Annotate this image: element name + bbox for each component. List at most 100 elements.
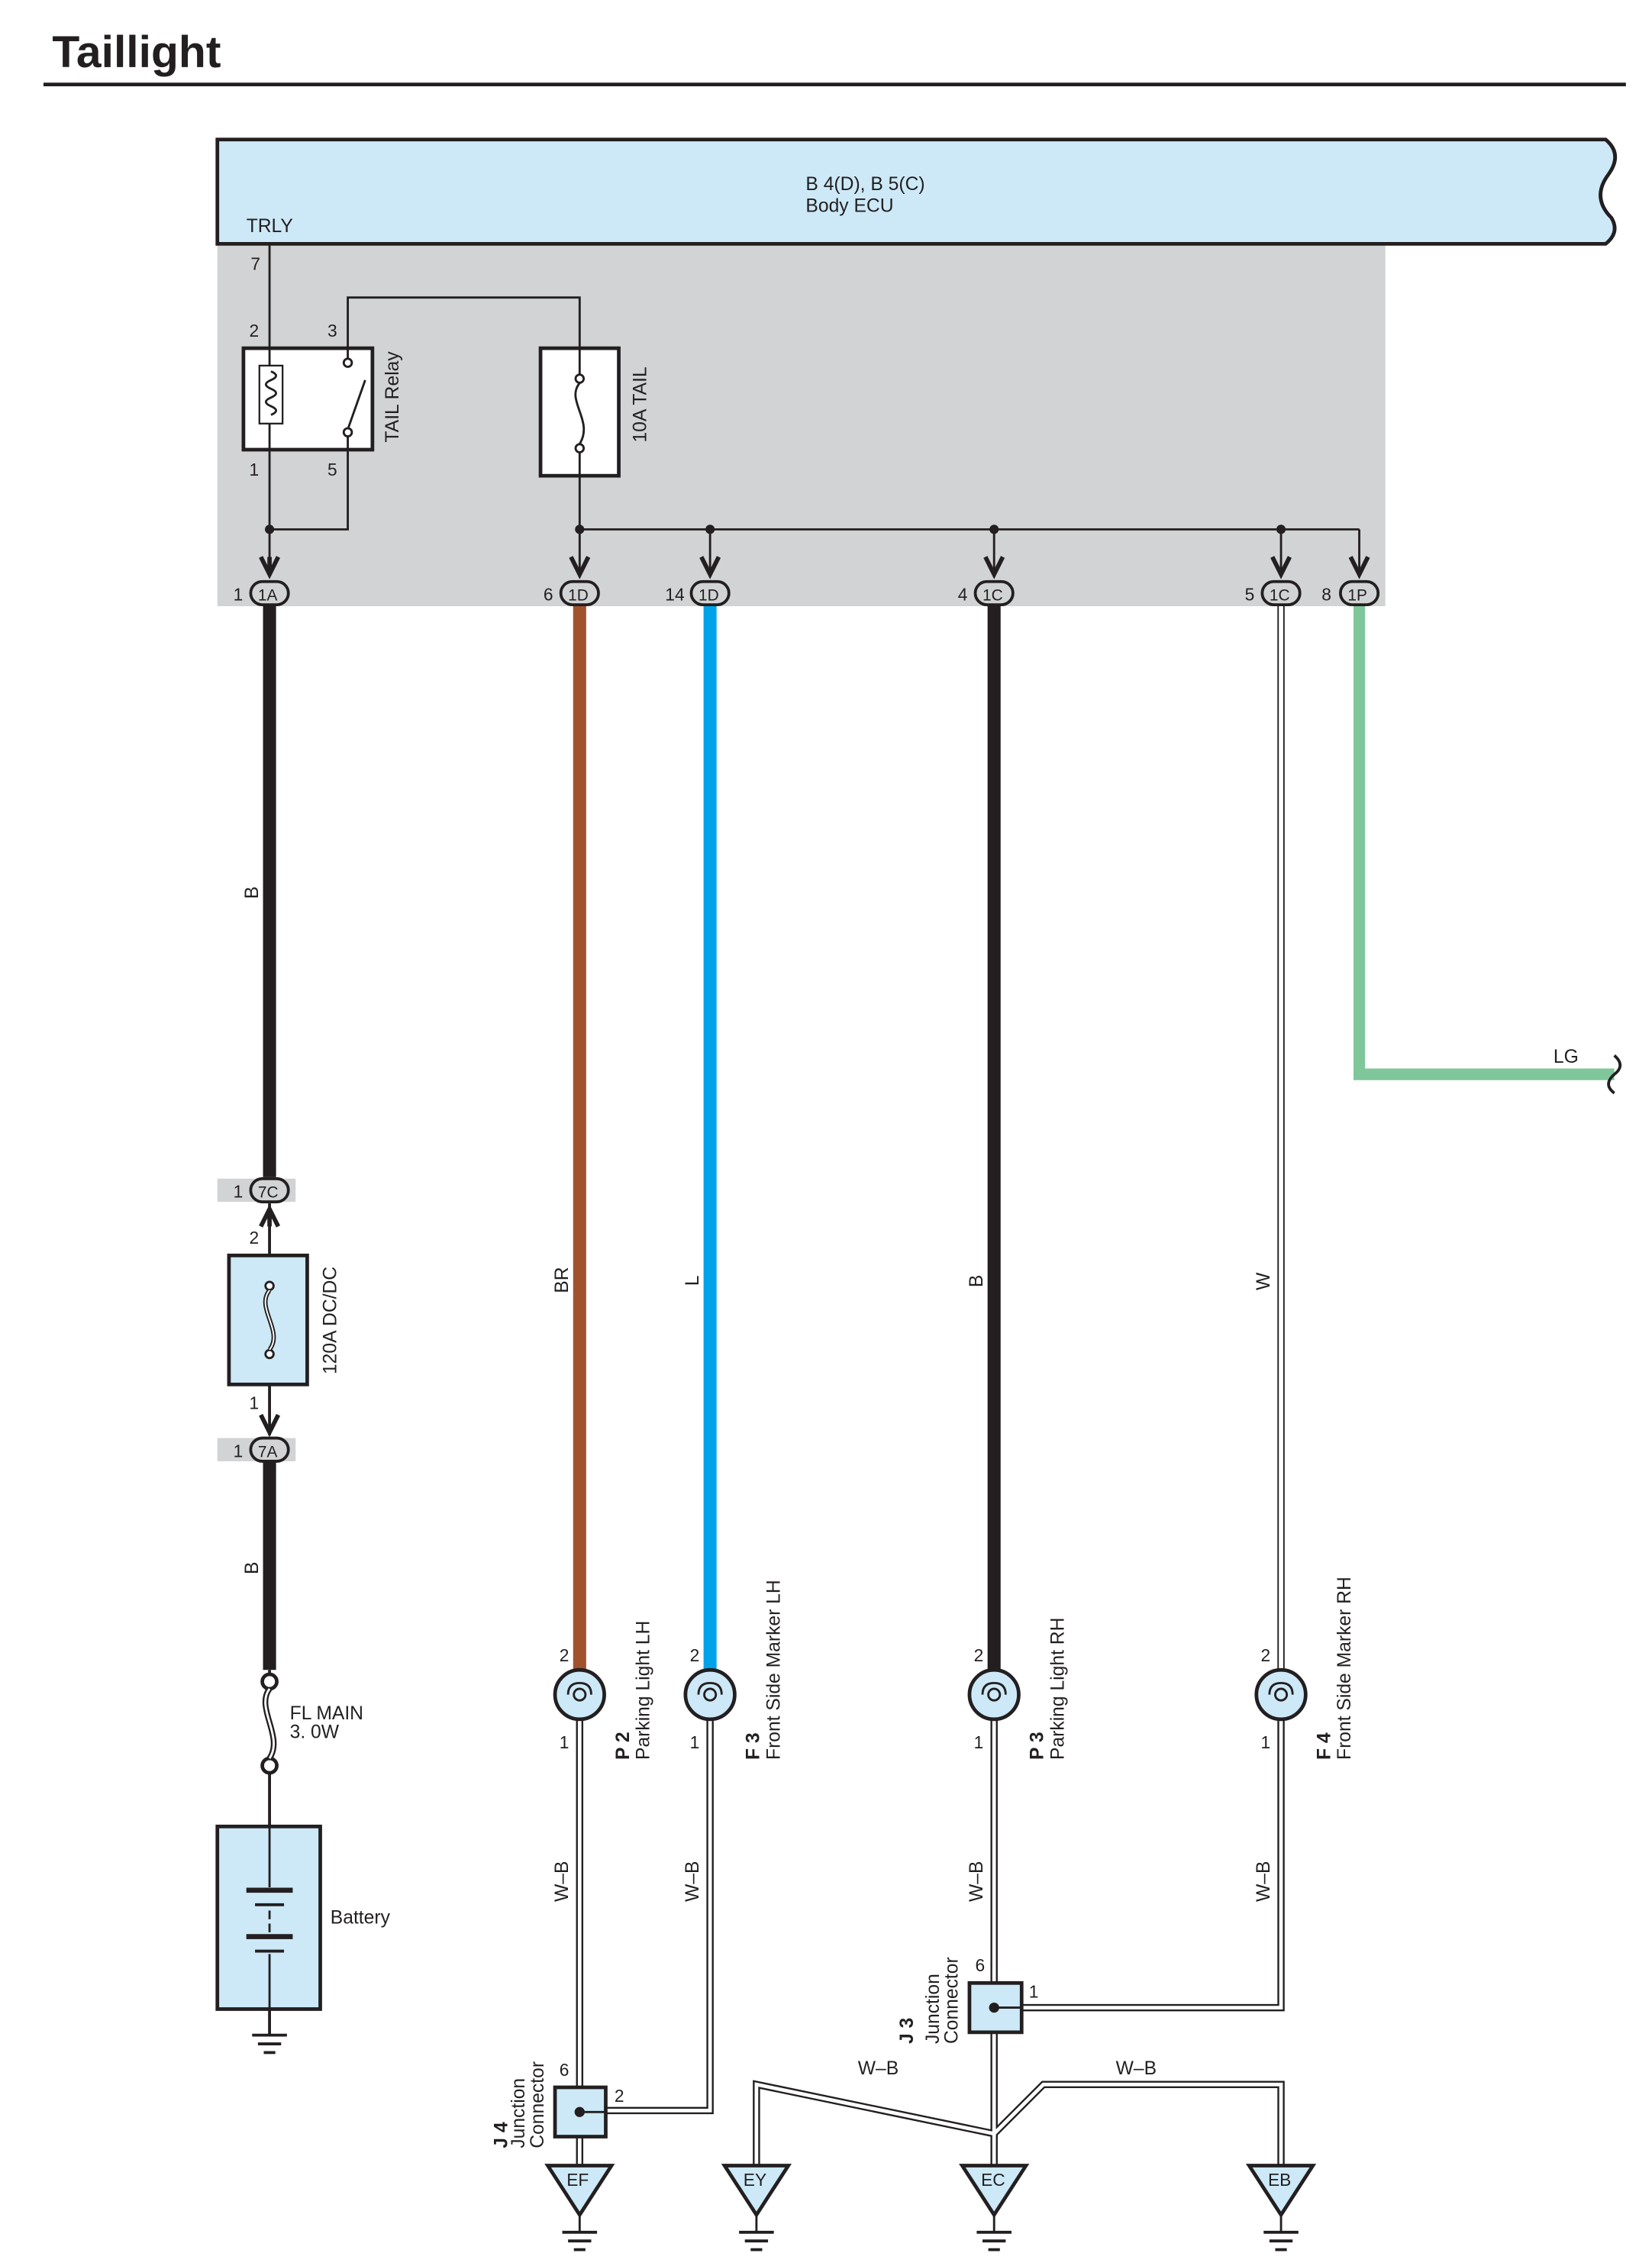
wire-label-b-upper: B xyxy=(242,886,263,899)
wire-label-b-rh: B xyxy=(966,1275,987,1287)
trly-label: TRLY xyxy=(247,216,293,237)
p2-code: P 2 xyxy=(613,1732,634,1760)
fl-main-link xyxy=(260,1672,279,1775)
dcdc-conn-bottom-code: 7A xyxy=(258,1443,278,1461)
junction-connector-j4 xyxy=(553,2085,608,2138)
j4-pin-right: 2 xyxy=(615,2086,624,2106)
body-ecu-box xyxy=(215,137,1617,246)
wires xyxy=(263,605,1622,2166)
dcdc-pin-top: 2 xyxy=(249,1228,259,1248)
ground-ef-label: EF xyxy=(566,2170,589,2190)
p3-name: Parking Light RH xyxy=(1047,1618,1068,1760)
p3-code: P 3 xyxy=(1028,1732,1048,1760)
f3-code: F 3 xyxy=(744,1732,764,1760)
wire-label-wb-5: W–B xyxy=(858,2058,899,2079)
f3-name: Front Side Marker LH xyxy=(763,1580,784,1760)
lamp-parking-lh xyxy=(553,1667,606,1722)
f4-pin-bottom: 1 xyxy=(1260,1732,1270,1752)
ground-eb xyxy=(1245,2164,1317,2251)
conn-14-pin: 14 xyxy=(665,584,684,604)
wire-label-br: BR xyxy=(552,1267,573,1293)
wire-label-w: W xyxy=(1254,1272,1274,1290)
junction-connector-j3 xyxy=(967,1980,1024,2035)
conn-4-pin: 4 xyxy=(958,584,968,604)
battery-label: Battery xyxy=(331,1907,391,1928)
p3-pin-bottom: 1 xyxy=(974,1732,984,1752)
terminal-4-1c xyxy=(973,556,1015,606)
dcdc-conn-top-pin: 1 xyxy=(234,1181,244,1201)
ecu-internal-area xyxy=(217,240,1386,606)
f3-pin-top: 2 xyxy=(690,1645,700,1665)
terminal-8-1p xyxy=(1338,556,1380,606)
tail-fuse xyxy=(538,346,621,478)
f4-name: Front Side Marker RH xyxy=(1334,1577,1355,1760)
battery-symbol xyxy=(215,1824,322,2055)
wire-label-wb-3: W–B xyxy=(966,1861,987,1902)
ground-ey-label: EY xyxy=(744,2170,766,2190)
p3-pin-top: 2 xyxy=(974,1645,984,1665)
j3-pin-right: 1 xyxy=(1029,1981,1039,2001)
page-title: Taillight xyxy=(52,27,221,77)
j3-pin-top: 6 xyxy=(976,1955,986,1975)
relay-pin-coil-bottom: 1 xyxy=(249,460,259,479)
ecu-connector-terminals xyxy=(249,556,1380,606)
wire-label-wb-1: W–B xyxy=(552,1861,573,1902)
fl-main-line2: 3. 0W xyxy=(290,1722,340,1743)
wire-label-b-lower: B xyxy=(242,1562,263,1574)
conn-5-pin: 5 xyxy=(1245,584,1255,604)
wire-label-wb-2: W–B xyxy=(682,1861,703,1902)
p2-pin-bottom: 1 xyxy=(560,1732,569,1752)
conn-14-code: 1D xyxy=(699,586,719,604)
terminal-6-1d xyxy=(559,556,600,606)
conn-8-pin: 8 xyxy=(1321,584,1331,604)
p2-pin-top: 2 xyxy=(560,1645,569,1665)
p2-name: Parking Light LH xyxy=(633,1621,653,1760)
tail-fuse-label: 10A TAIL xyxy=(631,366,651,442)
terminal-1a xyxy=(249,556,290,606)
f3-pin-bottom: 1 xyxy=(690,1732,700,1752)
ecu-codes: B 4(D), B 5(C) xyxy=(805,174,924,195)
dcdc-fuse-block xyxy=(217,1177,309,1463)
relay-pin-switch-bottom: 5 xyxy=(327,460,337,479)
ground-eb-label: EB xyxy=(1268,2170,1291,2190)
conn-4-code: 1C xyxy=(982,586,1003,604)
wire-label-wb-4: W–B xyxy=(1254,1861,1274,1902)
lamp-symbols xyxy=(553,1667,1308,1722)
ground-ec-label: EC xyxy=(981,2170,1005,2190)
wire-label-l: L xyxy=(682,1276,703,1286)
relay-pin-coil-top: 2 xyxy=(249,321,259,341)
ground-ec xyxy=(959,2164,1030,2251)
f4-pin-top: 2 xyxy=(1260,1645,1270,1665)
dcdc-conn-bottom-pin: 1 xyxy=(234,1441,244,1461)
relay-pin-switch-top: 3 xyxy=(327,321,337,341)
j4-pin-top: 6 xyxy=(560,2060,569,2080)
relay-name: TAIL Relay xyxy=(382,351,403,443)
ecu-name: Body ECU xyxy=(805,196,893,217)
trly-pin: 7 xyxy=(250,254,260,274)
j4-line2: Connector xyxy=(528,2061,548,2148)
dcdc-fuse-label: 120A DC/DC xyxy=(320,1267,340,1374)
fl-main-line1: FL MAIN xyxy=(290,1703,363,1724)
conn-1a-pin: 1 xyxy=(234,584,244,604)
dcdc-pin-bottom: 1 xyxy=(249,1393,259,1413)
ground-ef xyxy=(544,2164,615,2251)
dcdc-conn-top-code: 7C xyxy=(258,1183,279,1201)
conn-1a-code: 1A xyxy=(258,586,278,604)
ground-ey xyxy=(721,2164,792,2251)
terminal-5-1c xyxy=(1260,556,1302,606)
conn-8-code: 1P xyxy=(1347,586,1367,604)
junction-dots xyxy=(264,525,1286,534)
terminal-14-1d xyxy=(689,556,731,606)
wire-label-wb-6: W–B xyxy=(1116,2058,1157,2079)
wire-label-lg: LG xyxy=(1554,1047,1579,1067)
conn-6-pin: 6 xyxy=(544,584,553,604)
j4-line1: Junction xyxy=(508,2078,529,2148)
j3-line1: Junction xyxy=(923,1974,944,2044)
lamp-side-marker-rh xyxy=(1254,1667,1308,1722)
conn-6-code: 1D xyxy=(568,586,589,604)
lamp-parking-rh xyxy=(967,1667,1021,1722)
j4-code: J 4 xyxy=(491,2122,511,2148)
j3-code: J 3 xyxy=(897,2018,918,2044)
wire-lg xyxy=(1353,605,1615,1080)
